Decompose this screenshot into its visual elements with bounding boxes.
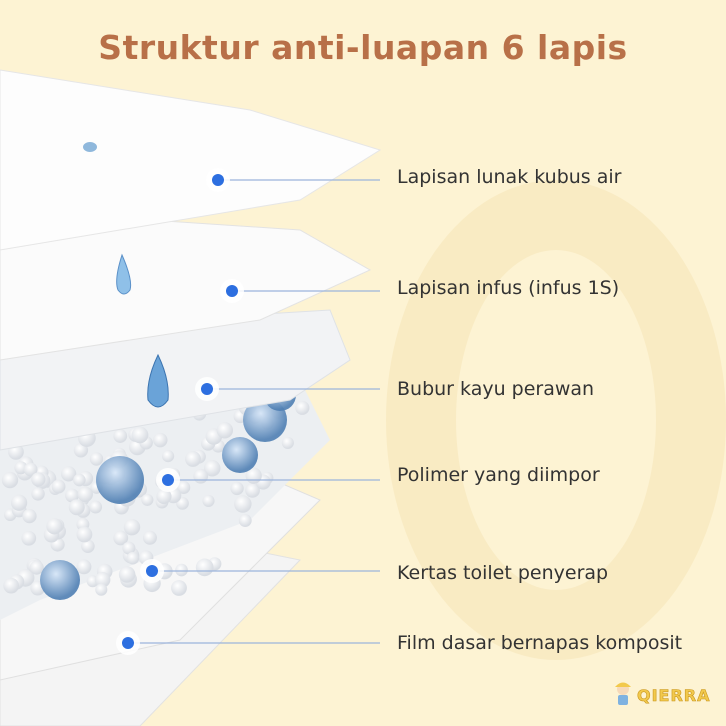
brand-logo: QIERRA bbox=[612, 680, 711, 710]
bead bbox=[185, 451, 201, 467]
bead bbox=[46, 518, 63, 535]
mascot-icon bbox=[612, 680, 634, 710]
bead bbox=[21, 530, 37, 546]
bead bbox=[68, 499, 85, 516]
bead bbox=[23, 462, 38, 477]
bead bbox=[238, 514, 252, 527]
layer-dot bbox=[226, 285, 238, 297]
bead bbox=[162, 450, 175, 463]
layer-label: Lapisan lunak kubus air bbox=[397, 166, 622, 188]
bead bbox=[22, 508, 37, 524]
bead bbox=[171, 580, 187, 596]
water-drop bbox=[147, 353, 169, 408]
page-title: Struktur anti-luapan 6 lapis bbox=[98, 28, 628, 67]
bead bbox=[76, 559, 92, 575]
water-drop bbox=[116, 253, 132, 295]
layer-label: Lapisan infus (infus 1S) bbox=[397, 277, 620, 299]
bead bbox=[31, 487, 45, 501]
bead bbox=[3, 577, 20, 594]
bead bbox=[203, 460, 221, 477]
bead bbox=[202, 494, 215, 507]
bead bbox=[142, 530, 157, 545]
bead bbox=[89, 500, 103, 514]
bead bbox=[73, 443, 89, 458]
water-drop bbox=[83, 142, 97, 152]
bead bbox=[245, 483, 260, 498]
bead bbox=[153, 432, 168, 448]
bead bbox=[113, 429, 128, 443]
bead bbox=[230, 481, 244, 496]
bead bbox=[175, 563, 188, 577]
bead bbox=[29, 560, 44, 575]
bead bbox=[295, 400, 310, 415]
bead bbox=[177, 480, 191, 494]
gel-bead bbox=[222, 437, 258, 473]
layer-label: Polimer yang diimpor bbox=[397, 464, 600, 486]
gel-bead bbox=[40, 560, 80, 600]
bead bbox=[77, 486, 93, 503]
bead bbox=[10, 494, 28, 511]
bead bbox=[141, 493, 154, 506]
bead bbox=[95, 583, 108, 596]
layer-dot bbox=[162, 474, 174, 486]
bead bbox=[118, 566, 136, 583]
bead bbox=[60, 466, 77, 482]
layer-label: Bubur kayu perawan bbox=[397, 378, 595, 400]
layer-dot bbox=[122, 637, 134, 649]
layer-infusion bbox=[0, 209, 372, 361]
layer-label: Film dasar bernapas komposit bbox=[397, 632, 683, 654]
layer-label: Kertas toilet penyerap bbox=[397, 562, 609, 584]
gel-bead bbox=[96, 456, 144, 504]
bead bbox=[126, 551, 140, 565]
bead bbox=[89, 452, 104, 466]
layer-dot bbox=[212, 174, 224, 186]
bead bbox=[81, 539, 95, 554]
bead bbox=[156, 488, 172, 505]
bead bbox=[123, 518, 141, 536]
bead bbox=[73, 473, 86, 487]
bead bbox=[94, 571, 111, 588]
bead bbox=[76, 526, 93, 543]
bead bbox=[51, 479, 66, 494]
bead bbox=[65, 488, 79, 503]
bead bbox=[234, 495, 252, 513]
bead bbox=[1, 471, 19, 489]
bead bbox=[122, 541, 136, 555]
bead bbox=[216, 422, 234, 439]
bead bbox=[193, 468, 209, 484]
bead bbox=[113, 530, 129, 546]
layer-soft-top bbox=[0, 69, 382, 251]
bead bbox=[195, 558, 214, 577]
layer-dot bbox=[146, 565, 158, 577]
bead bbox=[131, 426, 149, 444]
layer-dot bbox=[201, 383, 213, 395]
bead bbox=[31, 472, 46, 487]
brand-name: QIERRA bbox=[637, 685, 711, 705]
bead bbox=[281, 436, 294, 449]
